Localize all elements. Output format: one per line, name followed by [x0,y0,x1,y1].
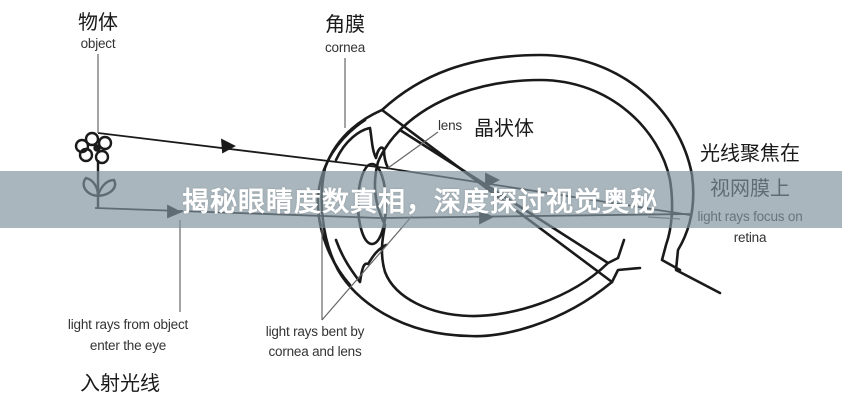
incoming-label-cn: 入射光线 [80,371,160,395]
cornea-label-en: cornea [324,40,366,55]
lens-label-en: lens [438,118,462,133]
title-banner: 揭秘眼睛度数真相，深度探讨视觉奥秘 [0,171,842,228]
focus-label-en-2: retina [733,230,767,245]
bent-label-en-1: light rays bent by [265,324,365,339]
incoming-label-en-1: light rays from object [67,317,189,332]
focus-label-cn-1: 光线聚焦在 [700,141,800,165]
lens-label-cn: 晶状体 [474,116,534,140]
bent-label-en-2: cornea and lens [268,344,362,359]
banner-title: 揭秘眼睛度数真相，深度探讨视觉奥秘 [182,187,658,218]
object-label-cn: 物体 [78,10,118,34]
cornea-label-cn: 角膜 [325,12,365,36]
object-label-en: object [80,36,116,51]
incoming-label-en-2: enter the eye [89,338,167,353]
